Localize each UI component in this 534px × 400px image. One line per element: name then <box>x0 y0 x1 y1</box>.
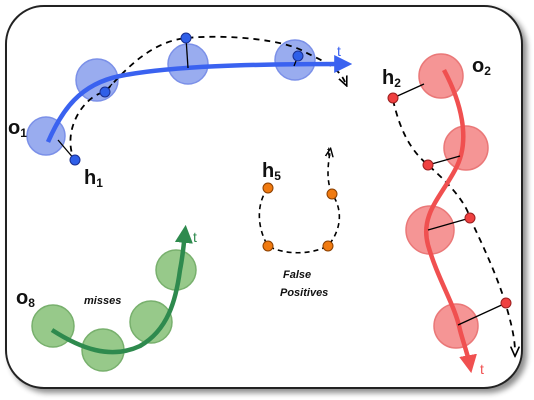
blue-hypothesis-point <box>99 86 111 98</box>
red-track: t <box>387 53 515 377</box>
orange-hypothesis-path <box>258 152 341 254</box>
red-observation <box>418 53 464 99</box>
green-t-label: t <box>193 229 197 245</box>
orange-hypothesis-point <box>262 240 274 252</box>
false-positive-track: t <box>258 144 341 254</box>
blue-track-arrow <box>45 55 353 143</box>
red-t-label: t <box>480 361 484 377</box>
h5-label: h5 <box>262 160 281 183</box>
green-track-arrow <box>50 224 193 355</box>
false-positives-label-line1: False <box>283 269 311 281</box>
h2-label: h2 <box>382 67 401 90</box>
o2-label: o2 <box>472 55 491 78</box>
orange-hypothesis-point <box>326 188 338 200</box>
green-track: t <box>31 224 197 372</box>
blue-t-label: t <box>337 43 341 59</box>
red-hypothesis-point <box>500 297 512 309</box>
blue-hypothesis-point <box>69 154 81 166</box>
blue-hypothesis-path <box>69 35 345 163</box>
blue-hypothesis-point <box>180 32 192 44</box>
blue-track: t <box>26 32 353 166</box>
orange-hypothesis-point <box>322 240 334 252</box>
red-observation <box>443 125 489 171</box>
h1-label: h1 <box>84 167 103 190</box>
o8-label: o8 <box>16 287 35 310</box>
misses-label: misses <box>84 295 121 307</box>
blue-hypothesis-point <box>292 50 304 62</box>
red-hypothesis-point <box>464 212 476 224</box>
red-observation <box>433 303 479 349</box>
red-track-arrow <box>424 68 477 374</box>
orange-hypothesis-point <box>262 182 274 194</box>
o1-label: o1 <box>8 117 27 140</box>
orange-t-label: t <box>327 144 331 159</box>
green-observation <box>129 300 173 344</box>
false-positives-label-line2: Positives <box>280 287 328 299</box>
red-hypothesis-point <box>422 159 434 171</box>
red-hypothesis-point <box>387 92 399 104</box>
